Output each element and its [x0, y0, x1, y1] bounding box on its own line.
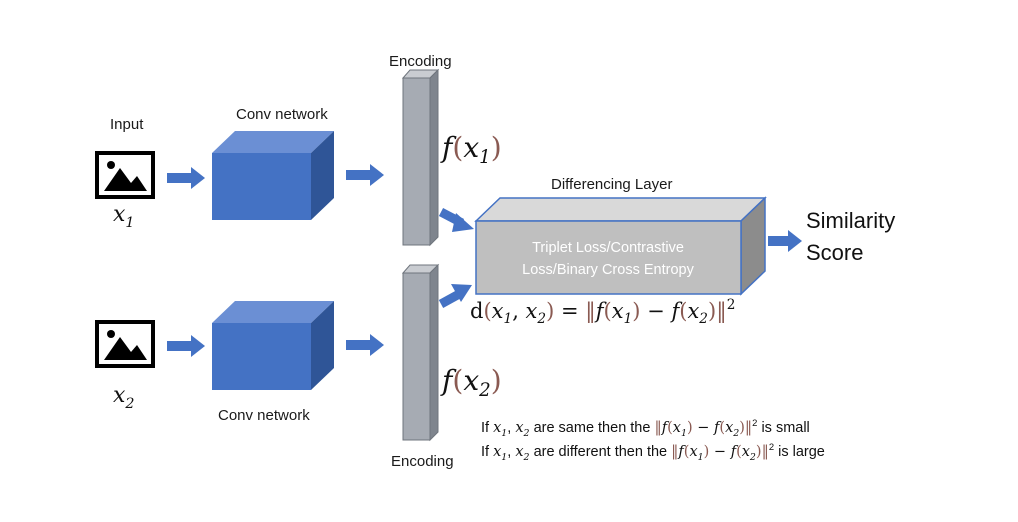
arrow-image-to-conv-2: [167, 335, 205, 357]
loss-label-line1: Triplet Loss/Contrastive: [532, 240, 684, 256]
similarity-score-line1: Similarity: [806, 208, 895, 233]
encoding-bottom-label: Encoding: [391, 453, 454, 470]
image-icon-input-2: [95, 320, 155, 368]
arrow-encoding-2-to-diff: [438, 284, 472, 308]
encoding-1-formula: f(x1): [440, 131, 502, 168]
input-2-label: x2: [113, 383, 135, 412]
encoding-bar-bottom: [401, 263, 440, 442]
input-1-label: x1: [113, 202, 135, 231]
note-line-same: If x1, x2 are same then the ‖f(x1) − f(x…: [481, 417, 810, 439]
distance-formula: d(x1, x2) = ‖f(x1) − f(x2)‖2: [470, 297, 735, 327]
conv-network-top-label: Conv network: [236, 106, 328, 123]
encoding-top-label: Encoding: [389, 53, 452, 70]
similarity-score-line2: Score: [806, 240, 863, 265]
conv-network-block-bottom: [212, 301, 334, 390]
arrow-encoding-1-to-diff: [438, 208, 474, 232]
loss-label-line2: Loss/Binary Cross Entropy: [522, 262, 694, 278]
encoding-bar-top: [401, 68, 440, 247]
image-icon-input-1: [95, 151, 155, 199]
arrow-diff-to-score: [768, 230, 802, 252]
note-line-different: If x1, x2 are different then the ‖f(x1) …: [481, 441, 825, 463]
arrow-conv-to-encoding-1: [346, 164, 384, 186]
differencing-layer-label: Differencing Layer: [551, 176, 672, 193]
arrow-image-to-conv-1: [167, 167, 205, 189]
conv-network-bottom-label: Conv network: [218, 407, 310, 424]
differencing-layer-block: [474, 196, 767, 296]
encoding-2-formula: f(x2): [440, 364, 502, 401]
conv-network-block-top: [212, 131, 334, 220]
arrow-conv-to-encoding-2: [346, 334, 384, 356]
input-label: Input: [110, 116, 144, 133]
